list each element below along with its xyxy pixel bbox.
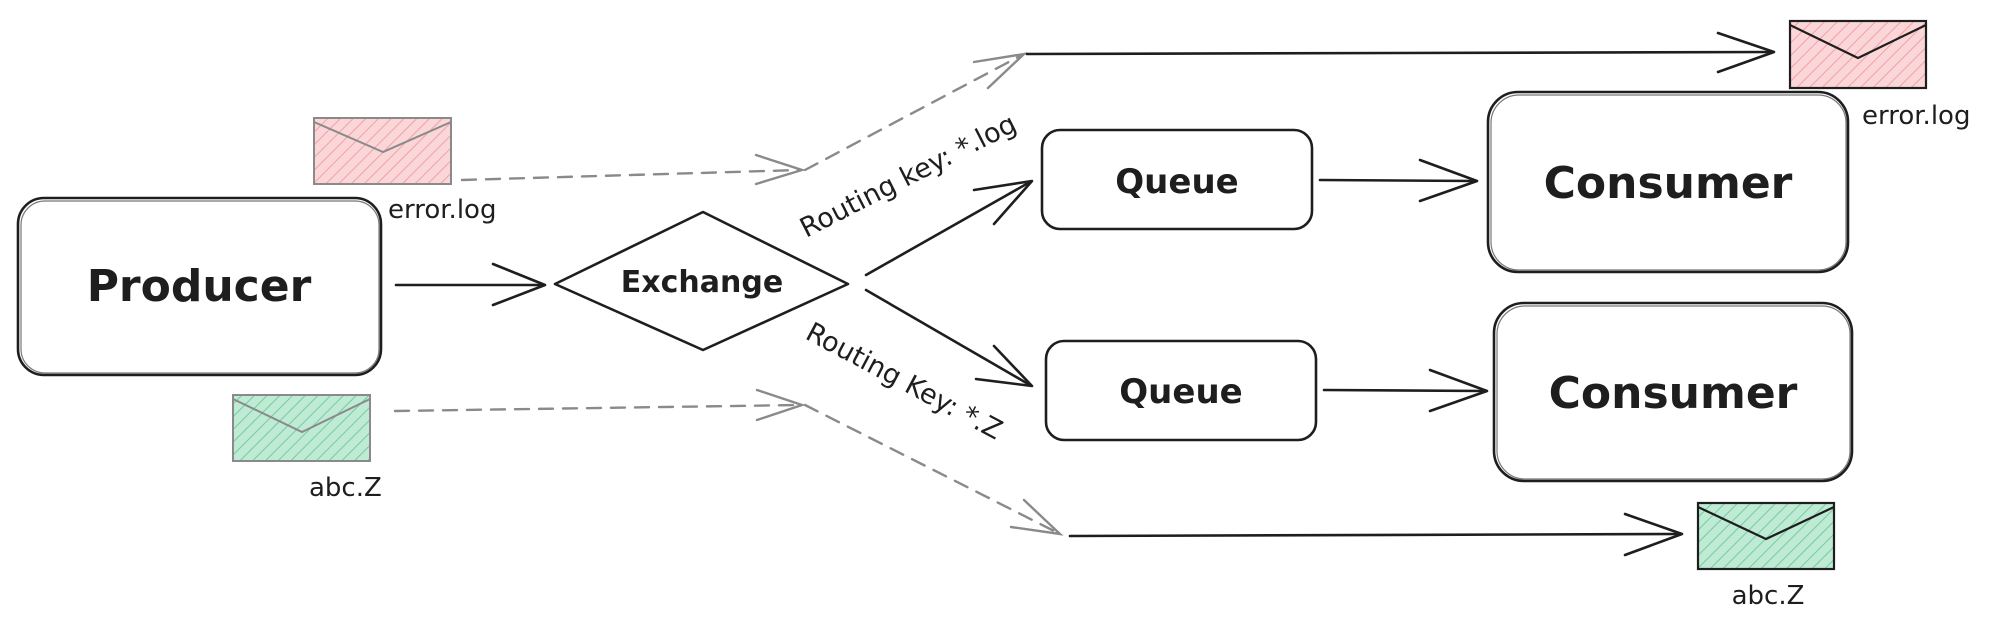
- exchange-to-queue-top-arrow: [864, 179, 1034, 277]
- error-message-delivery-arrow: [1025, 31, 1776, 74]
- queue-top-node[interactable]: Queue: [1040, 128, 1314, 231]
- producer-envelope-error-icon: [313, 117, 452, 185]
- error-message-flow-in: [460, 153, 806, 186]
- producer-to-exchange-arrow: [394, 262, 547, 307]
- abc-message-delivery-arrow: [1068, 512, 1684, 557]
- exchange-label: Exchange: [621, 265, 783, 300]
- consumer-top-label: Consumer: [1544, 158, 1793, 209]
- exchange-to-queue-bottom-arrow: [864, 288, 1034, 388]
- queue-top-label: Queue: [1115, 162, 1238, 202]
- producer-envelope-abc-icon: [232, 394, 371, 462]
- consumer-bottom-node[interactable]: Consumer: [1492, 301, 1854, 483]
- routing-key-log-label: Routing key: *.log: [795, 108, 1021, 244]
- abc-message-route-down: [803, 403, 1064, 536]
- exchange-node[interactable]: Exchange: [553, 210, 850, 352]
- queue-bottom-node[interactable]: Queue: [1044, 339, 1318, 442]
- routing-key-z-label: Routing Key: *.Z: [801, 317, 1007, 446]
- consumer-bottom-label: Consumer: [1549, 368, 1798, 419]
- consumer-envelope-error-label: error.log: [1862, 101, 1970, 131]
- queue-bottom-to-consumer-arrow: [1322, 368, 1489, 413]
- consumer-envelope-error-icon: [1788, 19, 1928, 90]
- consumer-top-node[interactable]: Consumer: [1486, 90, 1850, 274]
- consumer-envelope-abc-label: abc.Z: [1732, 581, 1805, 611]
- producer-label: Producer: [87, 261, 312, 312]
- consumer-envelope-abc-icon: [1696, 501, 1836, 571]
- abc-message-flow-in: [393, 388, 806, 422]
- queue-top-to-consumer-arrow: [1318, 158, 1479, 203]
- producer-node[interactable]: Producer: [16, 196, 383, 377]
- producer-envelope-abc-label: abc.Z: [309, 473, 382, 503]
- queue-bottom-label: Queue: [1119, 372, 1242, 412]
- error-message-route-up: [803, 52, 1028, 172]
- producer-envelope-error-label: error.log: [388, 195, 496, 225]
